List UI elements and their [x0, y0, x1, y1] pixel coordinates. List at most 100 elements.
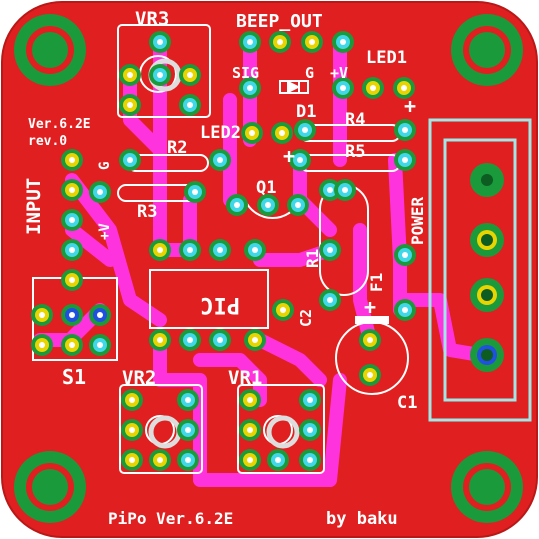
pad	[319, 289, 341, 311]
traces	[33, 38, 487, 487]
power-connector	[428, 118, 532, 422]
label-vr2: VR2	[122, 367, 156, 389]
label-revision: rev.0	[28, 134, 67, 149]
pad	[226, 194, 248, 216]
label-s1: S1	[62, 365, 86, 389]
board-author: by baku	[326, 509, 398, 529]
pad	[121, 389, 143, 411]
pad	[244, 329, 266, 351]
pad	[209, 239, 231, 261]
pad	[61, 149, 83, 171]
pad	[332, 31, 354, 53]
label-version: Ver.6.2E	[28, 117, 91, 132]
label-g-beep: G	[305, 64, 314, 82]
pad	[209, 149, 231, 171]
pad	[289, 149, 311, 171]
label-plus-v-beep: +V	[330, 64, 348, 82]
pad	[271, 122, 293, 144]
label-vr1: VR1	[228, 367, 262, 389]
pad	[89, 304, 111, 326]
label-sig: SIG	[232, 64, 259, 82]
mount-hole-bl	[14, 451, 86, 523]
pad	[257, 194, 279, 216]
board-title: PiPo Ver.6.2E	[108, 509, 233, 528]
label-r3: R3	[137, 202, 157, 222]
label-q1: Q1	[256, 178, 276, 198]
pad	[272, 299, 294, 321]
label-led2: LED2	[200, 123, 241, 143]
pad	[179, 94, 201, 116]
pad	[362, 77, 384, 99]
pad	[61, 179, 83, 201]
pad	[244, 239, 266, 261]
pad	[119, 94, 141, 116]
pad	[179, 329, 201, 351]
mount-hole-tr	[451, 14, 523, 86]
pad	[149, 239, 171, 261]
pad	[89, 181, 111, 203]
plus-c1: +	[364, 295, 376, 319]
label-input-g: G	[97, 162, 113, 170]
pad	[179, 64, 201, 86]
pad	[209, 329, 231, 351]
diode-d1-symbol	[279, 80, 309, 94]
pad	[149, 31, 171, 53]
pad	[359, 329, 381, 351]
pad	[334, 179, 356, 201]
pad	[121, 419, 143, 441]
pad	[149, 449, 171, 471]
label-led1: LED1	[366, 48, 407, 68]
pad	[393, 77, 415, 99]
mounting-holes	[14, 14, 523, 523]
c1-polarity-bar	[355, 316, 389, 324]
label-input: INPUT	[23, 178, 45, 235]
label-power: POWER	[408, 196, 427, 245]
power-pad	[470, 163, 504, 197]
mount-hole-tl	[14, 14, 86, 86]
pad	[239, 77, 261, 99]
pad	[239, 31, 261, 53]
pad	[239, 449, 261, 471]
pad	[299, 449, 321, 471]
label-r2: R2	[167, 138, 187, 158]
pad	[119, 149, 141, 171]
pad	[121, 449, 143, 471]
pad	[179, 239, 201, 261]
label-beep-out: BEEP_OUT	[236, 11, 323, 32]
pad	[61, 334, 83, 356]
pad	[177, 419, 199, 441]
pad	[241, 122, 263, 144]
pad	[177, 449, 199, 471]
pad	[267, 449, 289, 471]
pad	[239, 419, 261, 441]
power-pad	[470, 278, 504, 312]
pads	[31, 31, 504, 471]
pad	[394, 149, 416, 171]
label-f1: F1	[367, 273, 386, 292]
pad	[394, 119, 416, 141]
label-vr3: VR3	[135, 8, 169, 30]
pad	[359, 364, 381, 386]
pad	[61, 304, 83, 326]
plus-led1: +	[404, 94, 416, 118]
pad	[61, 209, 83, 231]
label-r1: R1	[303, 249, 322, 268]
label-r4: R4	[345, 110, 365, 130]
plus-led2: +	[283, 144, 295, 168]
pad	[149, 329, 171, 351]
pad	[31, 304, 53, 326]
pad	[319, 239, 341, 261]
label-c1: C1	[397, 393, 417, 413]
pad	[61, 269, 83, 291]
pad	[299, 419, 321, 441]
pad	[301, 31, 323, 53]
label-input-plus-v: +V	[97, 223, 113, 240]
label-c2: C2	[297, 309, 315, 327]
pad	[61, 239, 83, 261]
pad	[177, 389, 199, 411]
silk-labels: VR3 BEEP_OUT LED1 SIG G +V D1 LED2 R4 R2…	[23, 8, 427, 529]
pad	[269, 31, 291, 53]
label-d1: D1	[296, 102, 316, 122]
